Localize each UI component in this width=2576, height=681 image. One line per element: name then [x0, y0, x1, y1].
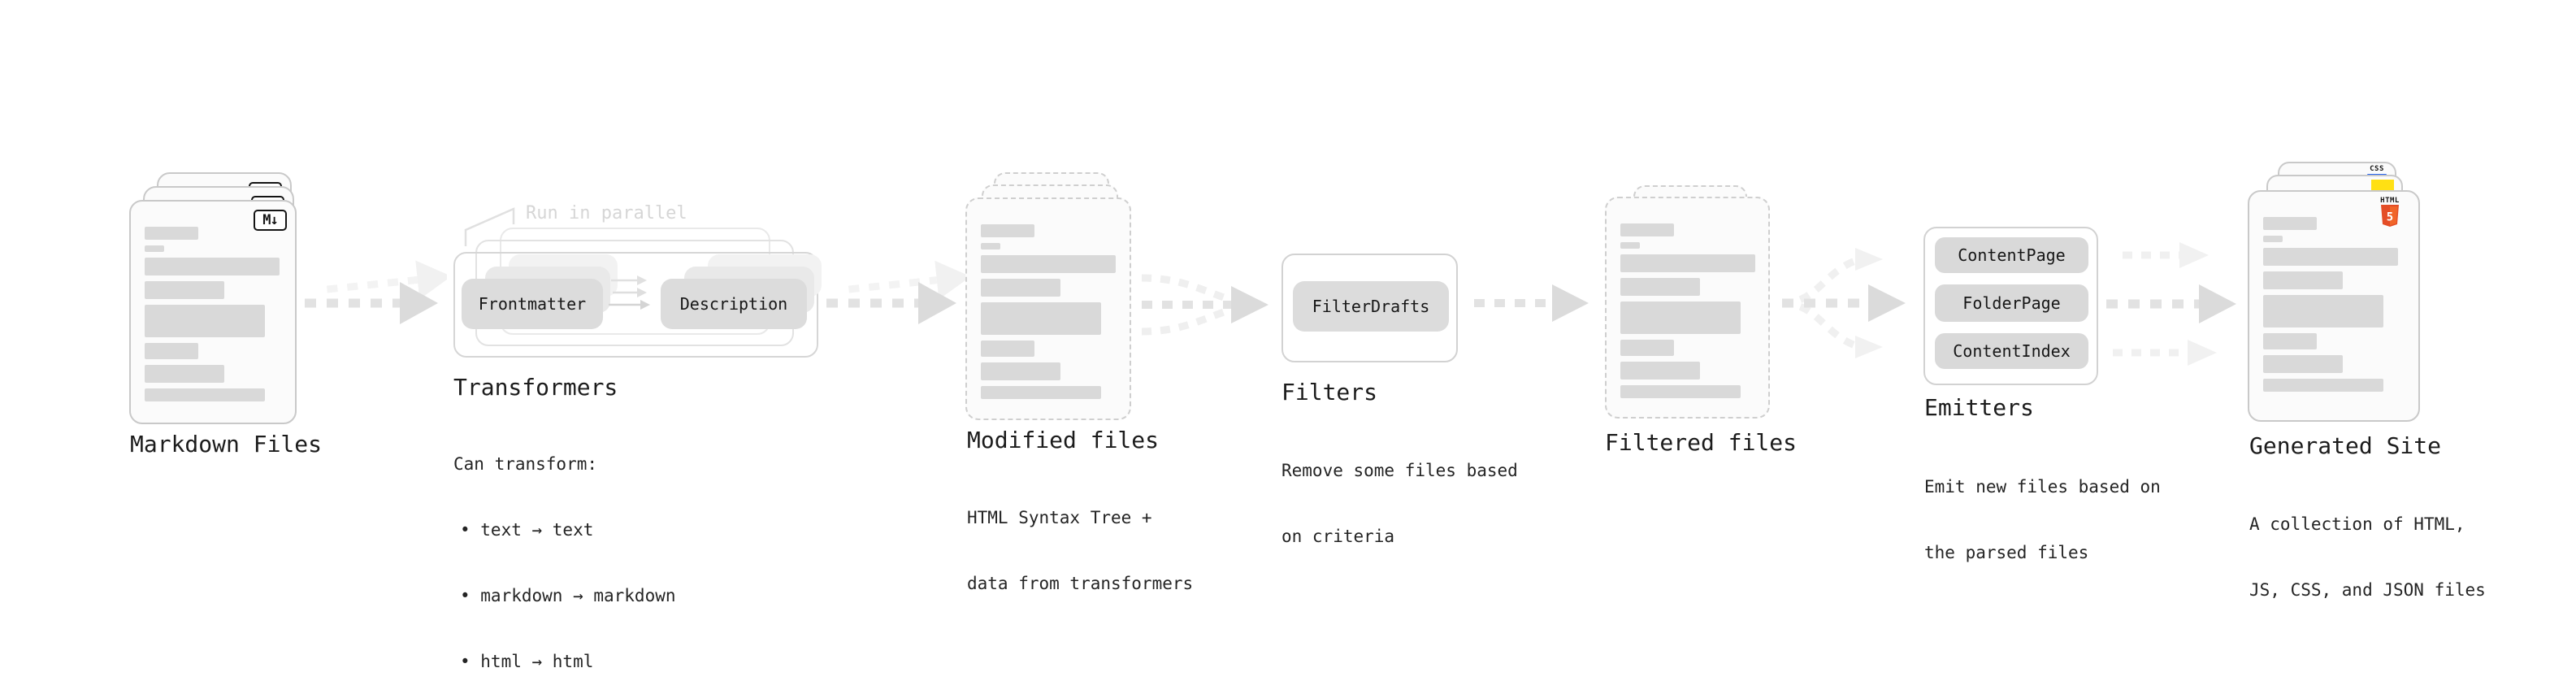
- triple-arrow-icon: [2106, 242, 2236, 366]
- generated-file-html: HTML 5: [2248, 190, 2420, 422]
- folder-page-node: FolderPage: [1935, 284, 2088, 322]
- generated-site-description: A collection of HTML, JS, CSS, and JSON …: [2249, 470, 2486, 645]
- transformers-box-front: [453, 252, 818, 358]
- content-page-node: ContentPage: [1935, 237, 2088, 273]
- description-line: • text → text: [460, 520, 594, 540]
- html5-shield-icon: 5: [2381, 205, 2399, 227]
- html5-icon: HTML 5: [2379, 197, 2400, 228]
- document-text-lines: [2263, 217, 2398, 392]
- stage-label-filters: Filters: [1281, 379, 1378, 406]
- javascript-icon: [2371, 180, 2394, 191]
- filter-drafts-node: FilterDrafts: [1293, 281, 1449, 332]
- frontmatter-node: Frontmatter: [462, 279, 603, 329]
- dashed-arrow-icon: [1474, 284, 1589, 322]
- stage-label-markdown-files: Markdown Files: [130, 431, 323, 458]
- modified-files-description: HTML Syntax Tree + data from transformer…: [967, 463, 1193, 639]
- merge-arrow-icon: [1141, 274, 1268, 336]
- description-line: the parsed files: [1924, 543, 2089, 562]
- stage-label-transformers: Transformers: [453, 374, 618, 401]
- filtered-file-front: [1605, 197, 1770, 419]
- dashed-arrow-icon: [305, 260, 447, 324]
- modified-file-front: [965, 197, 1131, 420]
- filters-description: Remove some files based on criteria: [1281, 416, 1518, 592]
- description-line: JS, CSS, and JSON files: [2249, 580, 2486, 600]
- stage-label-filtered-files: Filtered files: [1605, 429, 1798, 456]
- markdown-icon: M↓: [254, 210, 287, 231]
- content-index-node: ContentIndex: [1935, 333, 2088, 369]
- description-node: Description: [661, 279, 807, 329]
- emitters-description: Emit new files based on the parsed files: [1924, 432, 2161, 608]
- css-icon-label: CSS: [2370, 165, 2384, 173]
- description-line: Can transform:: [453, 454, 598, 474]
- stage-label-generated-site: Generated Site: [2249, 432, 2442, 459]
- description-line: Remove some files based: [1281, 461, 1518, 480]
- description-line: A collection of HTML,: [2249, 514, 2465, 534]
- annotation-leader-line: [464, 207, 515, 246]
- document-text-lines: [1620, 223, 1755, 398]
- stage-label-modified-files: Modified files: [967, 427, 1160, 453]
- description-line: • markdown → markdown: [460, 586, 676, 605]
- stage-label-emitters: Emitters: [1924, 394, 2034, 421]
- transformers-description: Can transform: • text → text • markdown …: [453, 410, 676, 681]
- description-line: on criteria: [1281, 527, 1395, 546]
- document-text-lines: [145, 227, 280, 401]
- split-arrow-icon: [1781, 248, 1906, 358]
- run-in-parallel-annotation: Run in parallel: [526, 203, 687, 223]
- description-line: data from transformers: [967, 574, 1194, 593]
- transform-flow-arrows-icon: [609, 275, 650, 310]
- html5-icon-label: HTML: [2380, 197, 2400, 205]
- description-line: • html → html: [460, 652, 594, 671]
- description-line: Emit new files based on: [1924, 477, 2161, 497]
- markdown-file-front: M↓: [129, 200, 297, 424]
- document-text-lines: [981, 224, 1116, 399]
- description-line: HTML Syntax Tree +: [967, 508, 1152, 527]
- html5-icon-number: 5: [2387, 211, 2393, 224]
- dashed-arrow-icon: [826, 260, 967, 324]
